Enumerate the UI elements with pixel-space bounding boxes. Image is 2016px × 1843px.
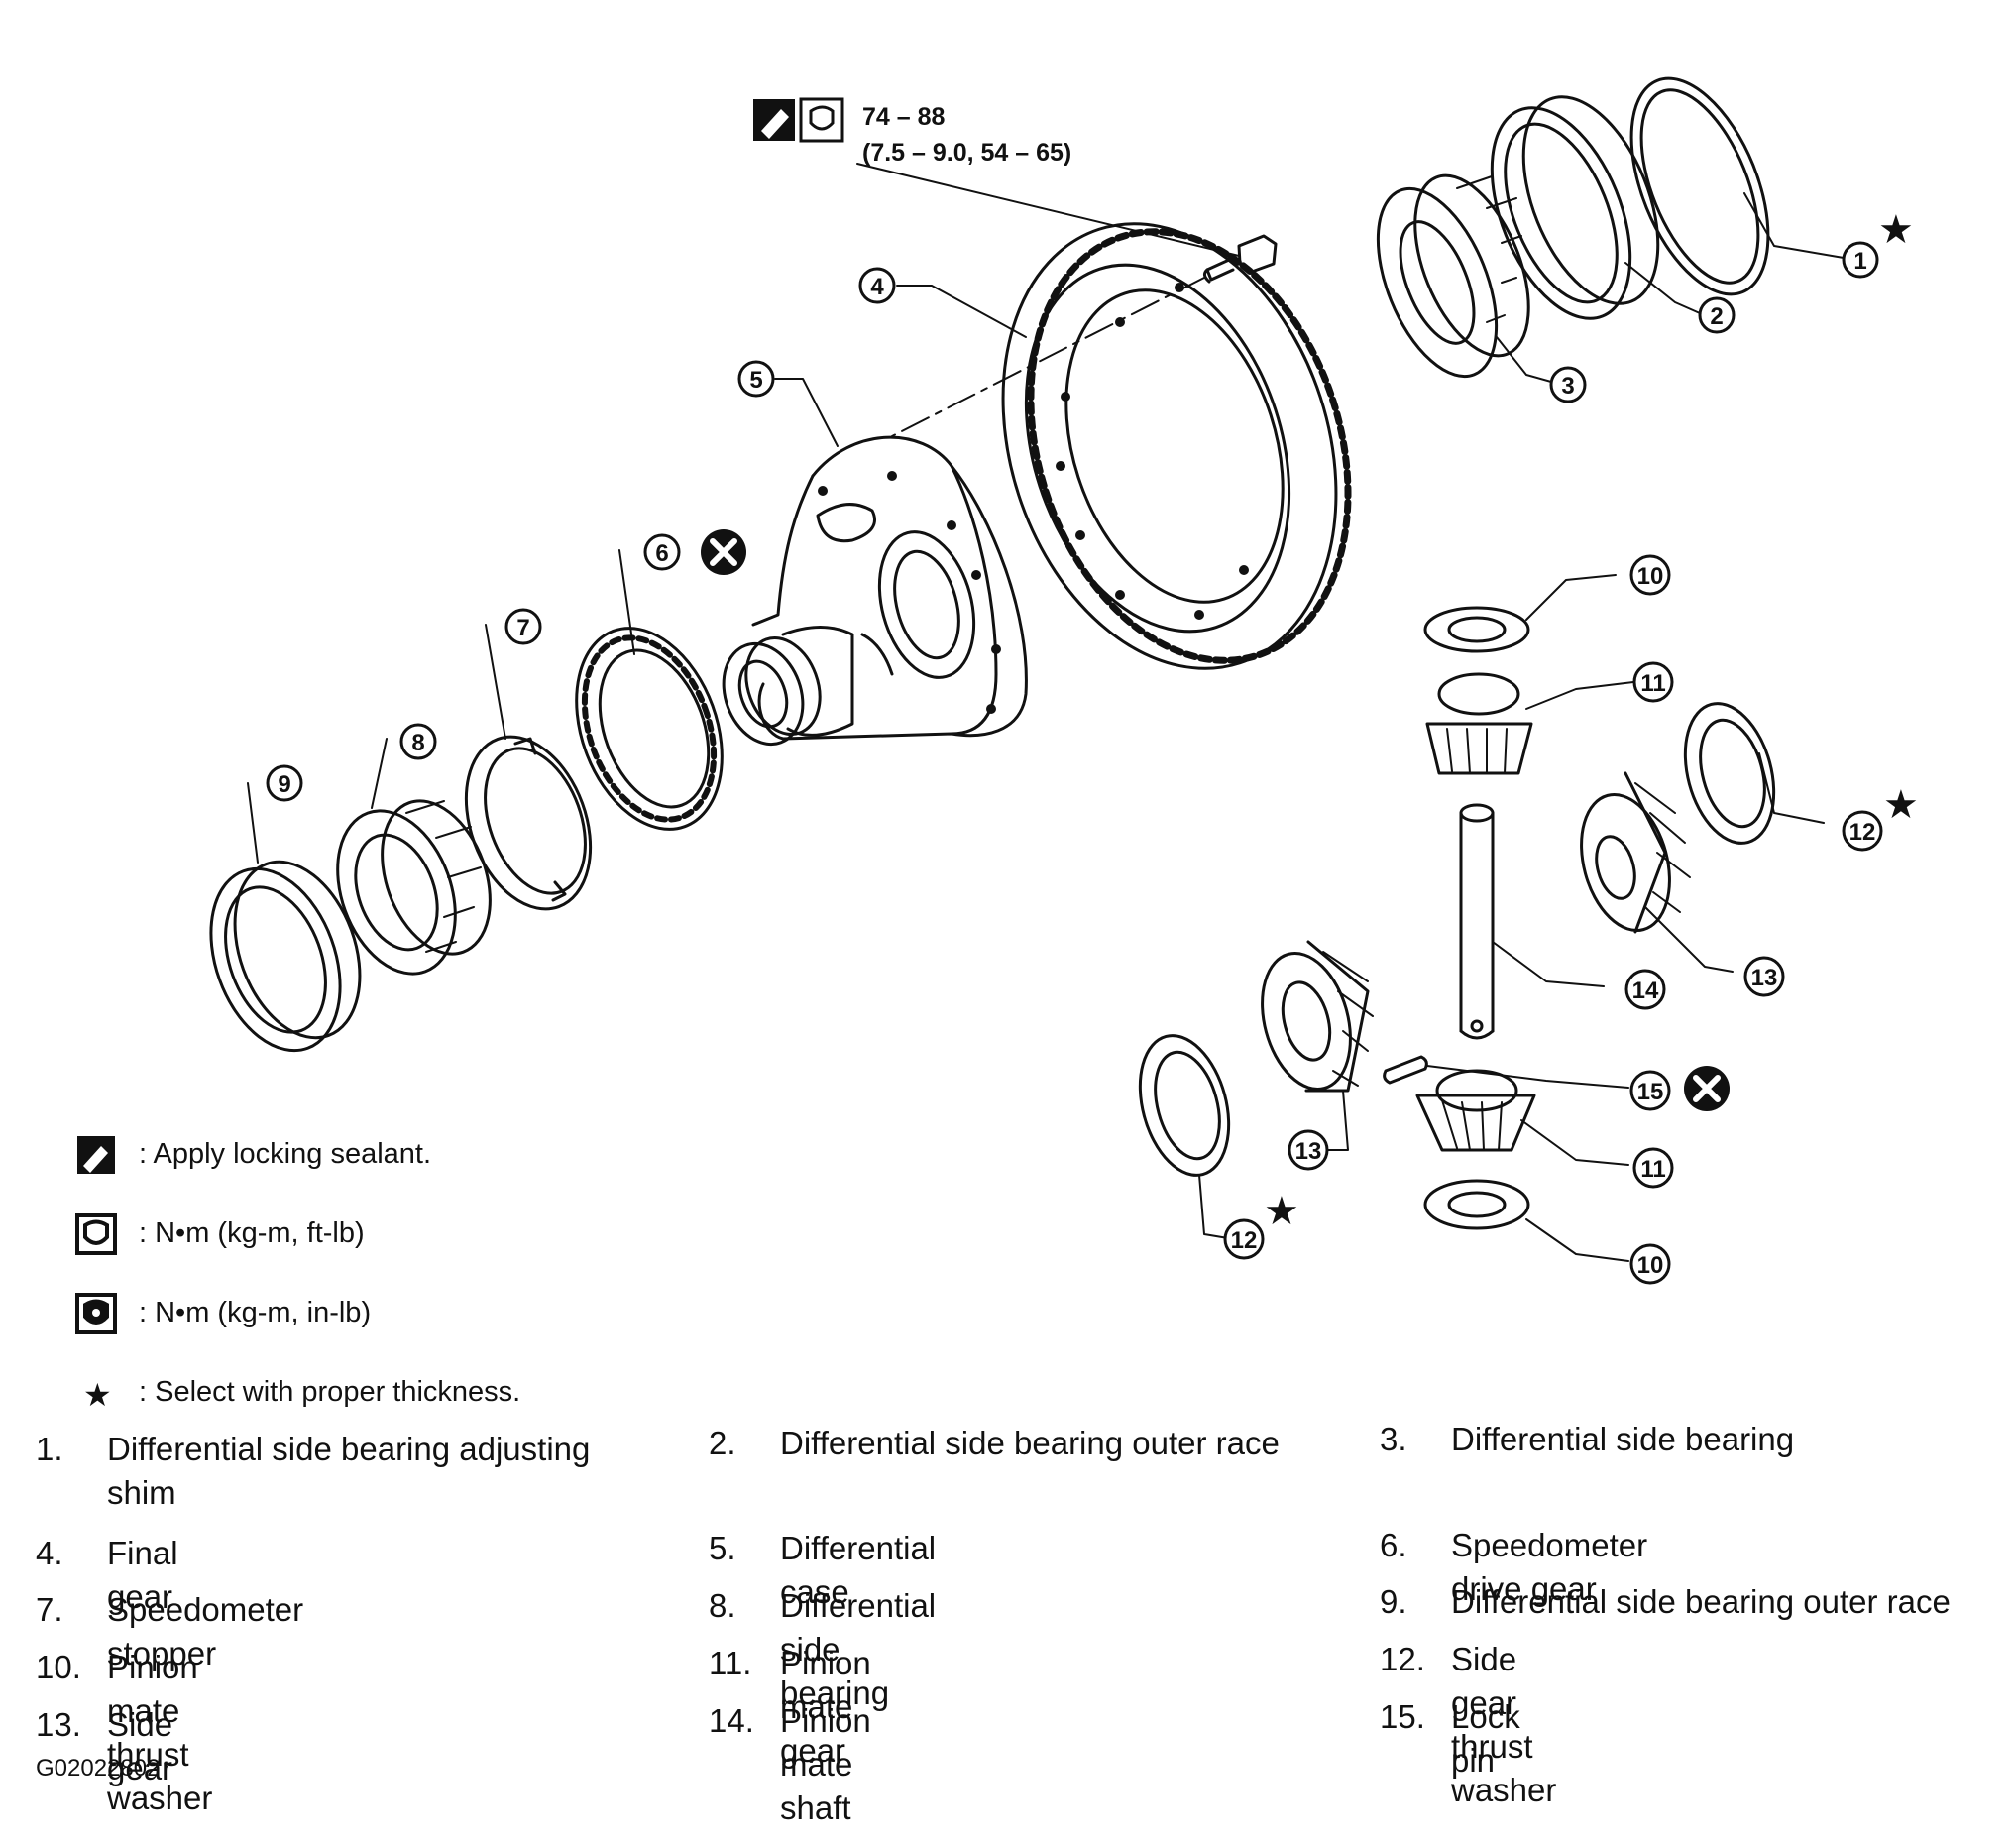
part-13-side-gear-right bbox=[1580, 771, 1691, 934]
callout-4: 4 bbox=[858, 267, 896, 304]
part-3-side-bearing bbox=[1376, 173, 1530, 379]
legend-text: : N•m (kg-m, ft-lb) bbox=[139, 1217, 365, 1249]
svg-text:10: 10 bbox=[1637, 563, 1664, 590]
star-icon: ★ bbox=[1264, 1189, 1299, 1234]
centerline bbox=[891, 277, 1205, 437]
part-15-lock-pin bbox=[1383, 1055, 1428, 1085]
part-14-pinion-mate-shaft bbox=[1459, 803, 1495, 1040]
svg-text:12: 12 bbox=[1231, 1227, 1258, 1254]
torque-value-nm: 74 – 88 bbox=[862, 103, 946, 131]
callout-15: 15 bbox=[1629, 1070, 1671, 1111]
callout-12-left: 12 bbox=[1223, 1218, 1265, 1260]
replace-part-icon-15 bbox=[1684, 1066, 1730, 1111]
callout-10-lower: 10 bbox=[1629, 1243, 1671, 1285]
part-2-outer-race bbox=[1490, 95, 1660, 320]
svg-text:1: 1 bbox=[1853, 248, 1866, 275]
callout-6: 6 bbox=[643, 533, 681, 571]
part-10-thrust-washer-lower-hole bbox=[1447, 1191, 1507, 1218]
torque-ft-lb-icon bbox=[75, 1213, 117, 1255]
svg-text:7: 7 bbox=[516, 615, 529, 641]
callout-7: 7 bbox=[504, 608, 542, 645]
part-1-adjusting-shim bbox=[1629, 76, 1770, 296]
svg-text:8: 8 bbox=[411, 730, 424, 756]
part-12-side-gear-washer-right bbox=[1683, 702, 1776, 845]
part-9-outer-race bbox=[209, 860, 362, 1053]
star-icon: ★ bbox=[1878, 207, 1914, 253]
svg-text:9: 9 bbox=[278, 771, 290, 798]
legend-text: : Select with proper thickness. bbox=[139, 1376, 521, 1408]
part-6-speedometer-drive-gear bbox=[575, 627, 724, 831]
callout-14: 14 bbox=[1624, 969, 1666, 1010]
svg-text:4: 4 bbox=[870, 274, 884, 300]
svg-text:15: 15 bbox=[1637, 1079, 1664, 1105]
callout-11-upper: 11 bbox=[1632, 661, 1674, 703]
exploded-differential-diagram: 1 2 3 4 5 6 7 8 9 10 11 12 13 14 15 11 1… bbox=[209, 76, 1919, 1285]
part-8-side-bearing bbox=[336, 799, 492, 976]
ring-gear-bolt bbox=[1202, 234, 1278, 284]
callout-2: 2 bbox=[1698, 296, 1736, 334]
callout-5: 5 bbox=[737, 360, 775, 398]
callout-9: 9 bbox=[266, 764, 303, 802]
part-12-side-gear-washer-left bbox=[1138, 1034, 1231, 1177]
callout-11-lower: 11 bbox=[1632, 1147, 1674, 1189]
callout-3: 3 bbox=[1549, 366, 1587, 403]
part-5-differential-case bbox=[722, 435, 1028, 747]
svg-text:14: 14 bbox=[1632, 978, 1659, 1004]
callout-13-left: 13 bbox=[1288, 1129, 1329, 1171]
torque-spec-icons bbox=[753, 97, 844, 143]
star-icon: ★ bbox=[1883, 782, 1919, 828]
svg-text:5: 5 bbox=[749, 367, 762, 394]
legend-text: : Apply locking sealant. bbox=[139, 1138, 432, 1170]
torque-in-lb-icon bbox=[75, 1293, 117, 1334]
torque-value-alt: (7.5 – 9.0, 54 – 65) bbox=[862, 139, 1072, 167]
svg-text:11: 11 bbox=[1640, 670, 1665, 697]
part-7-speedometer-stopper bbox=[464, 735, 593, 911]
part-10-thrust-washer-upper-hole bbox=[1447, 616, 1507, 643]
svg-text:10: 10 bbox=[1637, 1252, 1664, 1279]
locking-sealant-icon bbox=[77, 1136, 115, 1174]
callout-1: 1 bbox=[1842, 241, 1879, 279]
callout-13-right: 13 bbox=[1743, 956, 1785, 997]
svg-text:12: 12 bbox=[1849, 819, 1876, 846]
svg-text:2: 2 bbox=[1710, 303, 1723, 330]
svg-text:6: 6 bbox=[655, 540, 668, 567]
part-13-side-gear-left bbox=[1261, 940, 1374, 1093]
callout-12-right: 12 bbox=[1842, 810, 1883, 852]
svg-text:3: 3 bbox=[1561, 373, 1574, 400]
part-11-pinion-mate-gear-lower bbox=[1415, 1069, 1536, 1152]
svg-text:13: 13 bbox=[1295, 1138, 1322, 1165]
part-10-thrust-washer-upper bbox=[1423, 606, 1530, 653]
legend-text: : N•m (kg-m, in-lb) bbox=[139, 1297, 372, 1328]
svg-text:★: ★ bbox=[83, 1376, 112, 1414]
part-4-final-gear bbox=[1001, 222, 1352, 670]
callout-8: 8 bbox=[399, 723, 437, 760]
part-10-thrust-washer-lower bbox=[1423, 1179, 1530, 1230]
star-icon: ★ bbox=[83, 1376, 112, 1414]
callout-10-upper: 10 bbox=[1629, 554, 1671, 596]
svg-text:13: 13 bbox=[1751, 965, 1778, 991]
figure-code: G02022802 bbox=[36, 1755, 161, 1782]
parts-list: 1. Differential side bearing adjusting s… bbox=[36, 1421, 1951, 1826]
replace-part-icon-6 bbox=[701, 529, 746, 575]
svg-text:11: 11 bbox=[1640, 1156, 1665, 1183]
part-11-pinion-mate-gear-upper bbox=[1425, 672, 1533, 775]
